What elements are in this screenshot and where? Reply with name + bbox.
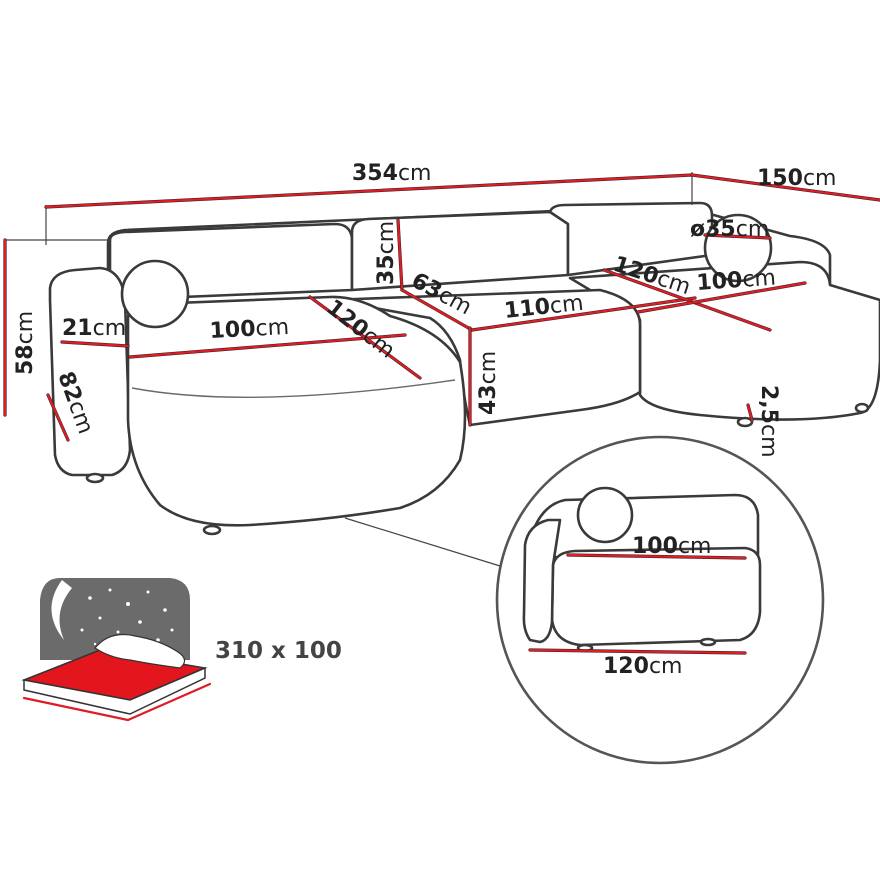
label-21: 21cm	[62, 316, 126, 341]
detail-pillow	[576, 486, 634, 544]
label-35: 35cm	[374, 221, 399, 285]
detail-module-seat	[550, 546, 762, 647]
left-armrest	[48, 266, 132, 477]
label-354: 354cm	[352, 161, 431, 186]
back-cushion-right	[548, 201, 714, 277]
middle-seat	[328, 288, 642, 427]
label-100-left: 100cm	[209, 315, 290, 344]
detail-label-100: 100cm	[632, 534, 711, 559]
sleep-area-label: 310 x 100	[215, 638, 342, 664]
left-seat	[126, 295, 467, 527]
label-58: 58cm	[13, 311, 38, 375]
detail-module-side	[522, 518, 562, 644]
sleep-function-icon: 310 x 100	[21, 578, 342, 722]
foot	[85, 472, 105, 484]
label-2-5: 2,5cm	[756, 385, 781, 458]
detail-label-120: 120cm	[603, 654, 682, 679]
stars-icon	[80, 588, 174, 646]
detail-view: 100cm 120cm	[344, 435, 825, 765]
pillow-right	[703, 213, 773, 283]
label-pillow: ø35cm	[690, 217, 769, 242]
foot	[736, 416, 754, 428]
label-150: 150cm	[757, 166, 836, 191]
pillow-left	[120, 259, 190, 329]
foot	[202, 524, 222, 536]
foot	[854, 402, 870, 414]
sofa-illustration	[48, 201, 880, 536]
dimension-lines	[3, 172, 880, 442]
label-110: 110cm	[503, 291, 585, 324]
label-43: 43cm	[476, 351, 501, 415]
label-100-chaise: 100cm	[696, 266, 777, 296]
